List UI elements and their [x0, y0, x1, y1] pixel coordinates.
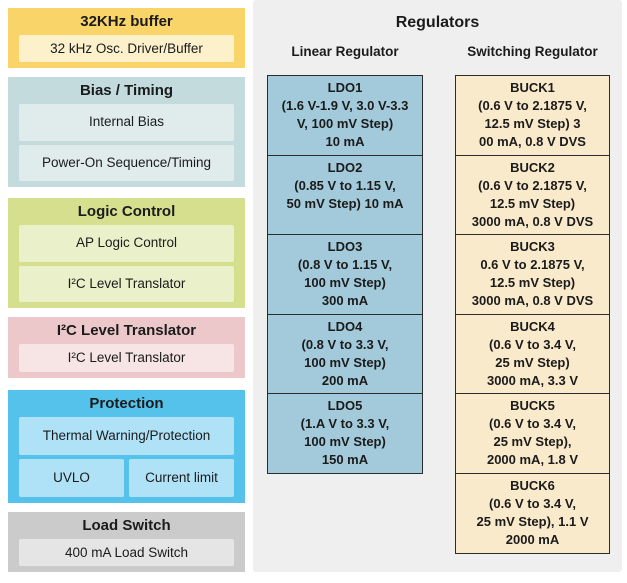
linear-regulator-label: Linear Regulator — [291, 44, 399, 59]
regulator-buck1: BUCK1 (0.6 V to 2.1875 V, 12.5 mV Step) … — [455, 75, 610, 156]
regulator-buck2: BUCK2 (0.6 V to 2.1875 V, 12.5 mV Step) … — [455, 154, 610, 236]
regulator-name: BUCK4 — [510, 318, 555, 334]
block-load-switch: Load Switch 400 mA Load Switch — [8, 512, 245, 572]
block-i2c-level-translator: I²C Level Translator I²C Level Translato… — [8, 317, 245, 378]
osc-driver-buffer-item: 32 kHz Osc. Driver/Buffer — [19, 35, 234, 62]
regulator-name: LDO5 — [327, 398, 363, 413]
regulator-specs: (0.8 V to 1.15 V, 100 mV Step) 300 mA — [297, 257, 393, 308]
regulator-specs: (1.A V to 3.3 V, 100 mV Step) 150 mA — [300, 416, 390, 467]
load-switch-item: 400 mA Load Switch — [19, 539, 234, 566]
regulator-name: LDO3 — [327, 239, 363, 254]
regulator-specs: (0.6 V to 3.4 V, 25 mV Step), 2000 mA, 1… — [486, 416, 579, 467]
regulator-ldo5: LDO5 (1.A V to 3.3 V, 100 mV Step) 150 m… — [267, 393, 423, 474]
ap-logic-control-item: AP Logic Control — [19, 225, 234, 262]
regulator-ldo3: LDO3 (0.8 V to 1.15 V, 100 mV Step) 300 … — [267, 234, 423, 315]
i2c-level-translator-item: I²C Level Translator — [19, 344, 234, 372]
regulator-specs: (1.6 V-1.9 V, 3.0 V-3.3 V, 100 mV Step) … — [281, 98, 409, 149]
regulator-ldo2: LDO2 (0.85 V to 1.15 V, 50 mV Step) 10 m… — [267, 154, 423, 236]
regulator-name: BUCK1 — [510, 80, 555, 95]
switching-regulator-label: Switching Regulator — [467, 44, 598, 59]
uvlo-item: UVLO — [19, 459, 124, 497]
internal-bias-item: Internal Bias — [19, 104, 234, 141]
block-32khz-buffer-title: 32KHz buffer — [80, 13, 173, 30]
regulator-buck6: BUCK6 (0.6 V to 3.4 V, 25 mV Step), 1.1 … — [455, 472, 610, 554]
i2c-level-translator-item: I²C Level Translator — [19, 265, 234, 302]
block-i2c-title: I²C Level Translator — [56, 322, 197, 339]
regulator-name: LDO4 — [327, 318, 363, 334]
regulator-buck5: BUCK5 (0.6 V to 3.4 V, 25 mV Step), 2000… — [455, 393, 610, 474]
regulator-specs: (0.6 V to 3.4 V, 25 mV Step), 1.1 V 2000… — [476, 495, 589, 547]
regulator-name: BUCK2 — [510, 159, 555, 175]
block-bias-timing-title: Bias / Timing — [79, 82, 174, 99]
block-load-switch-title: Load Switch — [82, 517, 171, 534]
regulator-specs: (0.8 V to 3.3 V, 100 mV Step) 200 mA — [301, 336, 389, 388]
regulator-name: LDO1 — [327, 80, 363, 95]
ldo-stack: LDO1 (1.6 V-1.9 V, 3.0 V-3.3 V, 100 mV S… — [267, 75, 423, 474]
block-logic-control: Logic Control AP Logic Control I²C Level… — [8, 198, 245, 308]
regulator-specs: 0.6 V to 2.1875 V, 12.5 mV Step) 3000 mA… — [471, 257, 594, 308]
regulator-ldo1: LDO1 (1.6 V-1.9 V, 3.0 V-3.3 V, 100 mV S… — [267, 75, 423, 156]
block-bias-timing: Bias / Timing Internal Bias Power-On Seq… — [8, 77, 245, 187]
thermal-warning-item: Thermal Warning/Protection — [19, 417, 234, 455]
protection-row: UVLO Current limit — [19, 459, 234, 497]
regulator-buck3: BUCK3 0.6 V to 2.1875 V, 12.5 mV Step) 3… — [455, 234, 610, 315]
regulator-specs: (0.6 V to 2.1875 V, 12.5 mV Step) 3 00 m… — [478, 98, 587, 149]
regulator-name: BUCK3 — [510, 239, 555, 254]
regulator-ldo4: LDO4 (0.8 V to 3.3 V, 100 mV Step) 200 m… — [267, 313, 423, 395]
regulator-specs: (0.85 V to 1.15 V, 50 mV Step) 10 mA — [286, 177, 404, 211]
regulator-name: BUCK5 — [510, 398, 555, 413]
regulators-title: Regulators — [395, 14, 480, 31]
block-logic-control-title: Logic Control — [77, 203, 176, 220]
buck-stack: BUCK1 (0.6 V to 2.1875 V, 12.5 mV Step) … — [455, 75, 610, 554]
regulator-specs: (0.6 V to 2.1875 V, 12.5 mV Step) 3000 m… — [471, 177, 594, 229]
regulators-panel: Regulators Linear Regulator Switching Re… — [253, 0, 622, 572]
block-32khz-buffer: 32KHz buffer 32 kHz Osc. Driver/Buffer — [8, 8, 245, 68]
regulator-name: BUCK6 — [510, 477, 555, 493]
block-protection-title: Protection — [89, 395, 164, 412]
regulator-specs: (0.6 V to 3.4 V, 25 mV Step) 3000 mA, 3.… — [486, 336, 579, 388]
regulator-buck4: BUCK4 (0.6 V to 3.4 V, 25 mV Step) 3000 … — [455, 313, 610, 395]
block-protection: Protection Thermal Warning/Protection UV… — [8, 390, 245, 503]
power-on-sequence-item: Power-On Sequence/Timing — [19, 144, 234, 181]
current-limit-item: Current limit — [129, 459, 234, 497]
regulator-name: LDO2 — [327, 159, 363, 175]
